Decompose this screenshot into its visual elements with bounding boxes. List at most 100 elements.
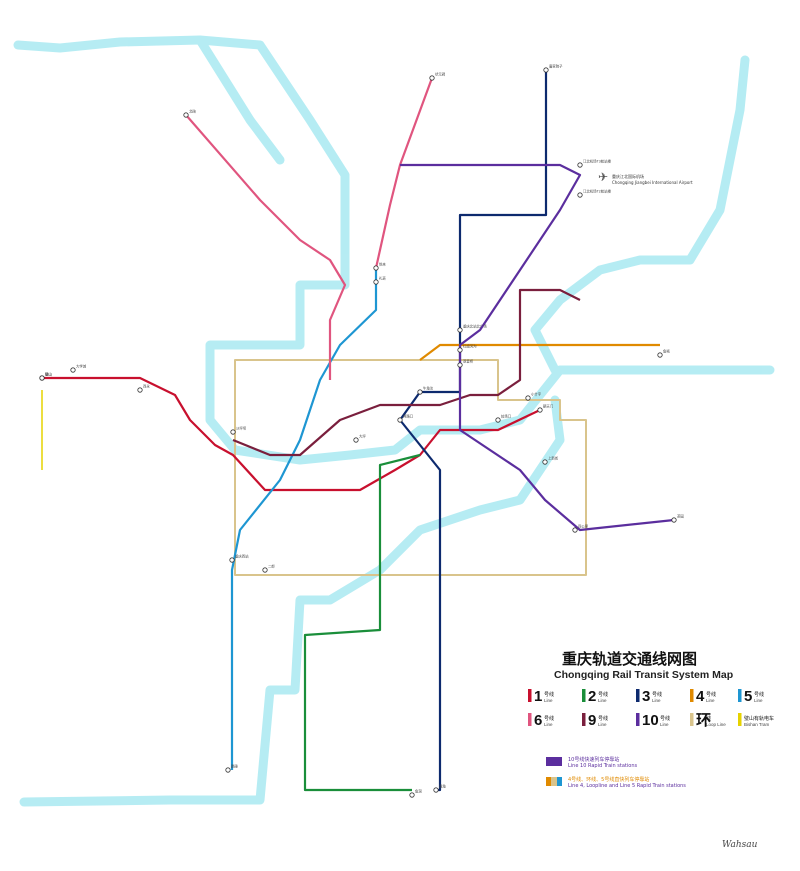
station-marker[interactable] [262,567,268,573]
station-marker[interactable] [577,162,583,168]
station-marker[interactable] [373,279,379,285]
station-marker[interactable] [230,429,236,435]
station-marker[interactable] [542,459,548,465]
legend-swatch [528,689,532,702]
legend-swatch [738,689,742,702]
legend-swatch [582,689,586,702]
airport-group: ✈ 重庆江北国际机场 Chongqing Jiangbei Internatio… [598,170,693,185]
line-10 [400,163,675,532]
station-marker[interactable] [495,417,501,423]
station-marker[interactable] [537,407,543,413]
note-rapid-swatch-2 [551,777,557,786]
line-6-branch [374,77,434,269]
legend-en: Bishan Tram [744,722,770,727]
station-marker[interactable] [457,347,463,353]
legend-swatch [690,713,694,726]
station-label: 茶园 [677,514,684,519]
station-marker[interactable] [572,527,578,533]
station-label: 沙坪坝 [236,426,247,431]
station-marker[interactable] [457,362,463,368]
station-label: 壁山 [45,372,52,377]
legend-en: Line [544,722,553,727]
station-marker[interactable] [137,387,143,393]
station-label: 重庆西站 [235,554,249,559]
legend-cn: 璧山有轨电车 [744,715,774,722]
legend-en: Line [706,698,715,703]
note-rapid-cn: 4号线、环线、5号线直快列车停靠站 [568,776,649,783]
station-marker[interactable] [39,375,45,381]
jialing-river [13,35,775,465]
legend-en: Line [598,722,607,727]
legend-swatch [690,689,694,702]
note-10-en: Line 10 Rapid Train stations [568,763,638,769]
station-marker[interactable] [183,112,189,118]
legend-number: 3 [642,688,650,705]
station-marker[interactable] [225,767,231,773]
note-rapid-en: Line 4, Loopline and Line 5 Rapid Train … [568,783,686,789]
station-marker[interactable] [229,557,235,563]
line-loop [234,359,587,576]
legend-en: Line [754,698,763,703]
station-label: 两路口 [403,414,413,419]
airport-label-en: Chongqing Jiangbei International Airport [612,180,693,185]
line-2 [303,453,421,792]
legend-cn: 号线 [544,691,554,698]
station-label: 较场口 [501,414,511,419]
station-label: 璧山 [45,372,52,377]
station-label: 四公里 [578,524,589,529]
station-label: 大学城 [76,364,87,369]
station-marker[interactable] [70,367,76,373]
legend-number: 5 [744,688,752,705]
station-marker[interactable] [457,327,463,333]
legend-swatch [738,713,742,726]
station-label: 上新街 [548,456,559,461]
line-3 [398,70,548,792]
legend-cn: 号线 [598,715,608,722]
legend-number: 1 [534,688,542,705]
station-label: 悦来 [379,262,386,267]
station-label: 重庆北站北广场 [463,324,487,329]
station-marker[interactable] [373,265,379,271]
station-marker[interactable] [409,792,415,798]
airport-label-cn: 重庆江北国际机场 [612,173,644,179]
legend-swatch [636,713,640,726]
station-marker[interactable] [429,75,435,81]
legend-number: 6 [534,712,542,729]
station-marker[interactable] [543,67,549,73]
legend-cn: 号线 [660,715,670,722]
line-6 [185,114,347,380]
legend-number: 2 [588,688,596,705]
station-label: 唐家院子 [549,64,563,69]
station-marker[interactable] [397,417,403,423]
station-label: 牛角沱 [423,386,434,391]
station-marker[interactable] [671,517,677,523]
station-marker[interactable] [433,787,439,793]
legend-swatch [582,713,586,726]
legend-en: Line [652,698,661,703]
loop-line-path [234,359,587,576]
upper-river [195,35,285,165]
line-9 [232,288,581,457]
station-label: 大坪 [359,434,366,439]
signature: Wahsau [722,840,758,850]
yangtze-river [19,395,565,807]
station-label: 小什字 [531,392,542,397]
legend-number: 环 [696,712,711,729]
station-marker[interactable] [577,192,583,198]
station-label: 红旗河沟 [463,344,477,349]
station-marker[interactable] [525,395,531,401]
station-label: 鱼嘴 [663,349,670,354]
station-marker[interactable] [657,352,663,358]
line-4 [419,343,660,361]
legend-cn: 号线 [544,715,554,722]
station-marker[interactable] [353,437,359,443]
station-marker[interactable] [417,389,423,395]
station-label: 跳磴 [231,764,238,769]
